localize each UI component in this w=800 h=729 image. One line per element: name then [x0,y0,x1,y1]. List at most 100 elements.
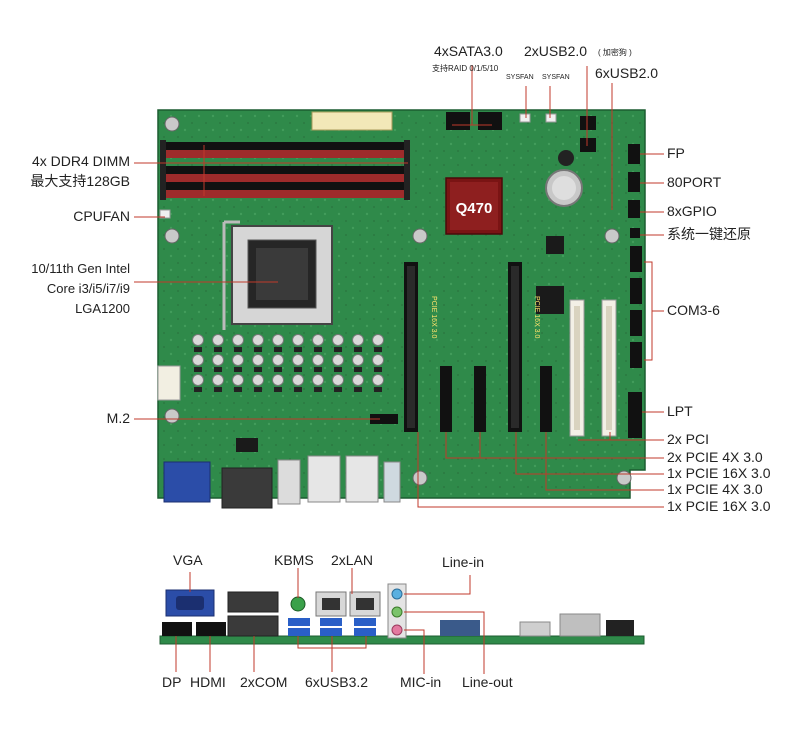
cpu-power-connector [157,365,181,401]
capacitor [272,334,284,346]
capacitor [272,374,284,386]
ddr-label-1: 4x DDR4 DIMM [31,153,130,169]
usb-header [580,138,596,152]
lan-chip [546,236,564,254]
capacitor [312,334,324,346]
choke [234,367,242,372]
com-header [630,342,642,368]
mounting-hole [164,228,180,244]
mounting-hole [164,116,180,132]
capacitor [352,374,364,386]
rear-usb32-port [354,618,376,626]
restore-header [630,228,640,238]
kbms-label: KBMS [274,552,314,568]
rear-mic-jack [391,624,403,636]
pcie-x4-slot [440,366,452,432]
chipset-heatsink: Q470 [445,177,503,235]
usb-port [277,459,301,505]
lan-label: 2xLAN [331,552,374,568]
buzzer [558,150,574,166]
sata-label: 4xSATA3.0 [434,43,503,59]
slot-silkscreen: PCIE 16X 3.0 [430,296,437,339]
choke [194,387,202,392]
capacitor [192,374,204,386]
rear-dp-port [162,622,192,636]
sata-connector [446,112,470,130]
usb2-dongle-label: 2xUSB2.0 [524,43,588,59]
capacitor [292,374,304,386]
choke [314,347,322,352]
capacitor [272,354,284,366]
choke [234,387,242,392]
rear-linein-jack [391,588,403,600]
choke [374,367,382,372]
fan-header [159,209,171,219]
choke [334,367,342,372]
capacitor [352,334,364,346]
hdmi-label: HDMI [190,674,226,690]
choke [234,347,242,352]
capacitor [372,354,384,366]
choke [354,367,362,372]
m2-slot [370,414,398,424]
lan-port [345,455,379,503]
fp-label: FP [667,145,685,161]
usb-header [580,116,596,130]
usb32-label: 6xUSB3.2 [305,674,369,690]
fp-header [628,144,640,164]
chipset-label: Q470 [456,200,493,217]
capacitor [192,334,204,346]
capacitor [292,354,304,366]
sysfan-label-1: SYSFAN [506,74,534,81]
rear-com-port [227,615,279,637]
usb2-6x-label: 6xUSB2.0 [595,65,659,81]
fan-header [545,113,557,123]
rear-usb32-port [320,618,342,626]
mounting-hole [412,470,428,486]
capacitor [372,374,384,386]
choke [294,387,302,392]
choke [214,387,222,392]
rear-kbms-port [290,596,306,612]
lpt-header [628,392,642,438]
choke [214,367,222,372]
pcie-x4-slot [474,366,486,432]
choke [274,387,282,392]
rear-io-view [159,583,645,645]
port80-label: 80PORT [667,174,722,190]
pci-label: 2x PCI [667,431,710,447]
vga-label: VGA [173,552,203,568]
capacitor [252,374,264,386]
sysfan-label-2: SYSFAN [542,74,570,81]
cpufan-label: CPUFAN [73,208,130,224]
pcie16x-label-a: 1x PCIE 16X 3.0 [667,465,771,481]
capacitor [352,354,364,366]
vrm-capacitors [192,334,384,392]
choke [274,347,282,352]
raid-label: 支持RAID 0/1/5/10 [432,64,499,73]
mounting-hole [616,470,632,486]
choke [354,387,362,392]
rear-components [440,620,480,636]
choke [354,347,362,352]
atx-power-connector [311,111,393,131]
capacitor [292,334,304,346]
linein-label: Line-in [442,554,485,570]
mounting-hole [604,228,620,244]
cpu-label-2: Core i3/i5/i7/i9 [46,281,130,296]
choke [374,347,382,352]
m2-label: M.2 [106,410,130,426]
capacitor [252,354,264,366]
choke [294,367,302,372]
callout-leaders [134,65,664,674]
mounting-hole [412,228,428,244]
port80-header [628,172,640,192]
rear-lan-port [315,591,347,617]
rear-hdmi-port [196,622,226,636]
capacitor [312,374,324,386]
choke [194,367,202,372]
choke [294,347,302,352]
choke [254,367,262,372]
choke [254,347,262,352]
pcie-x4-slot [540,366,552,432]
